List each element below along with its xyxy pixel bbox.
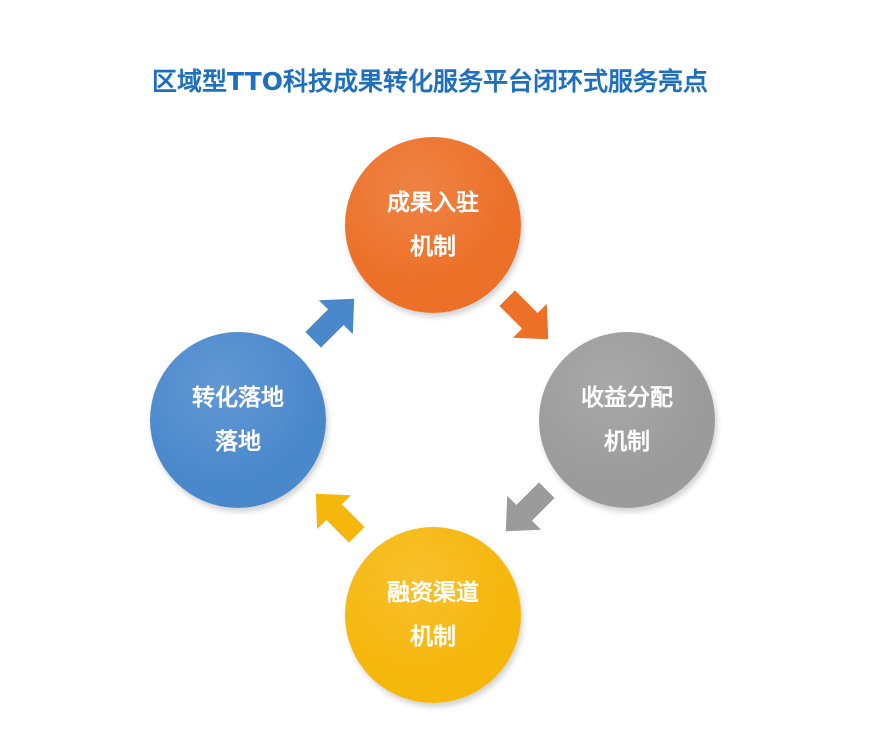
- node-achievement-entry-line2: 机制: [410, 234, 456, 260]
- arrow-bottom-to-left: [298, 476, 374, 552]
- node-transformation-landing: 转化落地 落地: [150, 332, 326, 508]
- node-financing-channel-line2: 机制: [410, 624, 456, 650]
- arrow-left-to-top: [296, 281, 372, 357]
- node-financing-channel-line1: 融资渠道: [387, 580, 479, 606]
- node-transformation-landing-line1: 转化落地: [192, 385, 284, 411]
- node-revenue-distribution-line2: 机制: [604, 429, 650, 455]
- arrow-right-to-bottom: [488, 473, 564, 549]
- node-transformation-landing-line2: 落地: [215, 429, 261, 455]
- node-revenue-distribution-line1: 收益分配: [581, 385, 673, 411]
- node-achievement-entry: 成果入驻 机制: [345, 137, 521, 313]
- node-revenue-distribution: 收益分配 机制: [539, 332, 715, 508]
- node-achievement-entry-line1: 成果入驻: [387, 190, 479, 216]
- diagram-title: 区域型TTO科技成果转化服务平台闭环式服务亮点: [152, 67, 708, 96]
- node-financing-channel: 融资渠道 机制: [345, 527, 521, 703]
- arrow-top-to-right: [490, 281, 566, 357]
